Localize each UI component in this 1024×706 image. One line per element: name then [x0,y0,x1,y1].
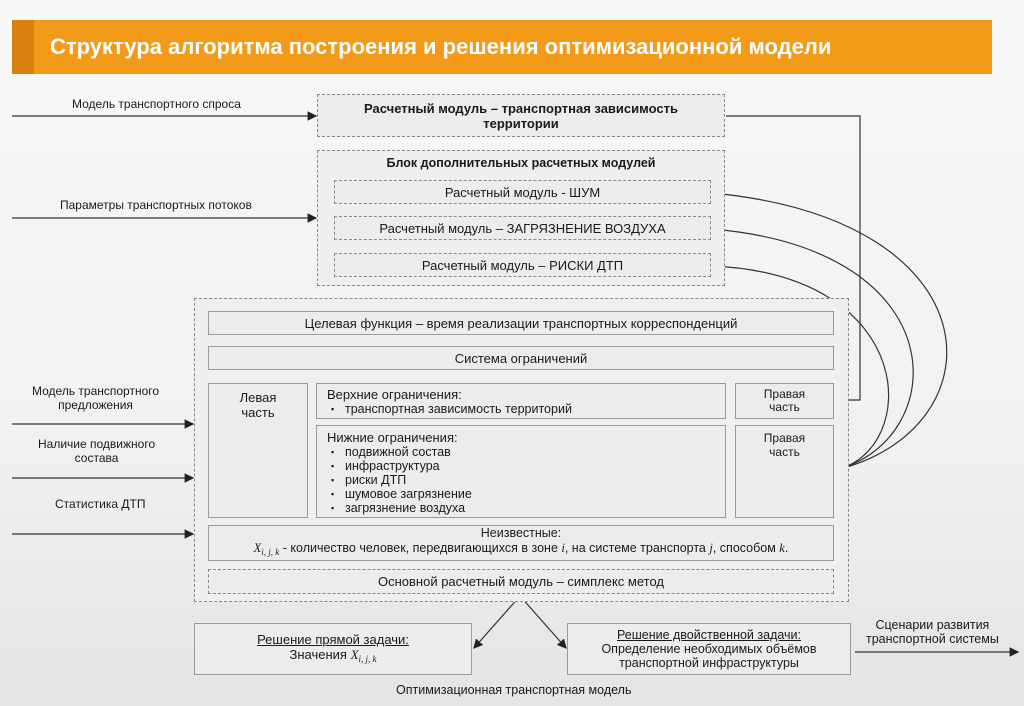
arrow-air [711,228,914,473]
primal-values: Значения Xi, j, k [289,646,377,664]
input-supply-label: Модель транспортного предложения [32,384,160,412]
page-title: Структура алгоритма построения и решения… [50,34,832,59]
banner-accent-strip [12,20,34,74]
left-part: Левая часть [208,383,308,518]
list-item: транспортная зависимость территорий [331,402,572,416]
arrow-risk [711,265,890,473]
territory-module: Расчетный модуль – транспортная зависимо… [317,94,725,137]
air-pollution-module: Расчетный модуль – ЗАГРЯЗНЕНИЕ ВОЗДУХА [334,216,711,240]
extra-modules-title: Блок дополнительных расчетных модулей [386,156,656,170]
scenarios-label: Сценарии развития транспортной системы [866,618,999,646]
list-item: риски ДТП [331,473,472,487]
arrow-to-primal [473,595,521,649]
right-part-upper: Правая часть [735,383,834,419]
upper-constraints-list: транспортная зависимость территорий [327,402,572,416]
noise-module: Расчетный модуль - ШУМ [334,180,711,204]
list-item: загрязнение воздуха [331,501,472,515]
list-item: инфраструктура [331,459,472,473]
input-accidents-label: Статистика ДТП [55,497,146,511]
input-flows-label: Параметры транспортных потоков [60,198,252,212]
constraint-system: Система ограничений [208,346,834,370]
unknowns-definition: Xi, j, k - количество человек, передвига… [253,541,789,557]
input-demand-label: Модель транспортного спроса [72,97,241,111]
title-banner: Структура алгоритма построения и решения… [12,20,992,74]
lower-constraints: Нижние ограничения: подвижной состав инф… [316,425,726,518]
accident-risk-module: Расчетный модуль – РИСКИ ДТП [334,253,711,277]
right-part-lower: Правая часть [735,425,834,518]
input-rolling-stock-label: Наличие подвижного состава [38,437,156,465]
upper-constraints: Верхние ограничения: транспортная зависи… [316,383,726,419]
arrow-to-dual [519,595,567,649]
simplex-module: Основной расчетный модуль – симплекс мет… [208,569,834,594]
model-caption: Оптимизационная транспортная модель [396,683,632,697]
list-item: шумовое загрязнение [331,487,472,501]
unknowns-box: Неизвестные: Xi, j, k - количество челов… [208,525,834,561]
lower-constraints-list: подвижной состав инфраструктура риски ДТ… [327,445,472,515]
primal-solution: Решение прямой задачи: Значения Xi, j, k [194,623,472,675]
dual-solution: Решение двойственной задачи: Определение… [567,623,851,675]
objective-function: Целевая функция – время реализации транс… [208,311,834,335]
arrow-noise [711,192,948,473]
list-item: подвижной состав [331,445,472,459]
